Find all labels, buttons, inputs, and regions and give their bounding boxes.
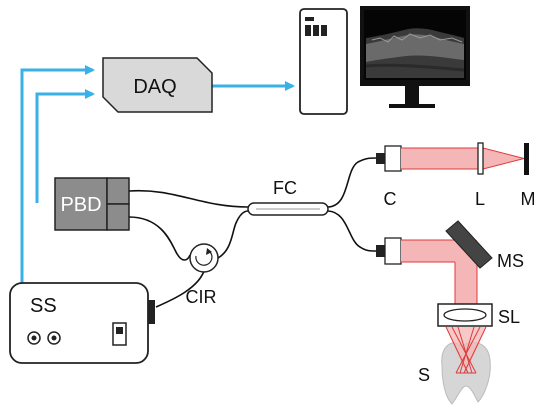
circulator: CIR	[186, 243, 219, 307]
swept-source: SS	[9, 282, 155, 364]
s-label: S	[418, 365, 430, 385]
ss-label: SS	[30, 295, 57, 317]
sl-label: SL	[498, 307, 520, 327]
computer-tower	[299, 8, 348, 115]
pbd-detector: PBD	[54, 177, 130, 231]
c-label: C	[384, 189, 397, 209]
fiber-coupler: FC	[247, 178, 329, 216]
ms-label: MS	[497, 251, 524, 271]
sample-arm: MS SL S	[376, 220, 524, 405]
l-label: L	[475, 189, 485, 209]
signal-lines	[20, 65, 295, 283]
fc-label: FC	[273, 178, 297, 198]
cir-label: CIR	[186, 287, 217, 307]
fibers	[128, 157, 377, 308]
monitor	[360, 6, 470, 108]
reference-arm: C L M	[376, 142, 536, 209]
pbd-to-daq-signal	[35, 89, 95, 203]
daq-unit: DAQ	[102, 57, 213, 113]
ss-to-daq-signal	[20, 65, 95, 283]
m-label: M	[521, 189, 536, 209]
pbd-label: PBD	[60, 194, 101, 216]
daq-label: DAQ	[133, 76, 176, 98]
